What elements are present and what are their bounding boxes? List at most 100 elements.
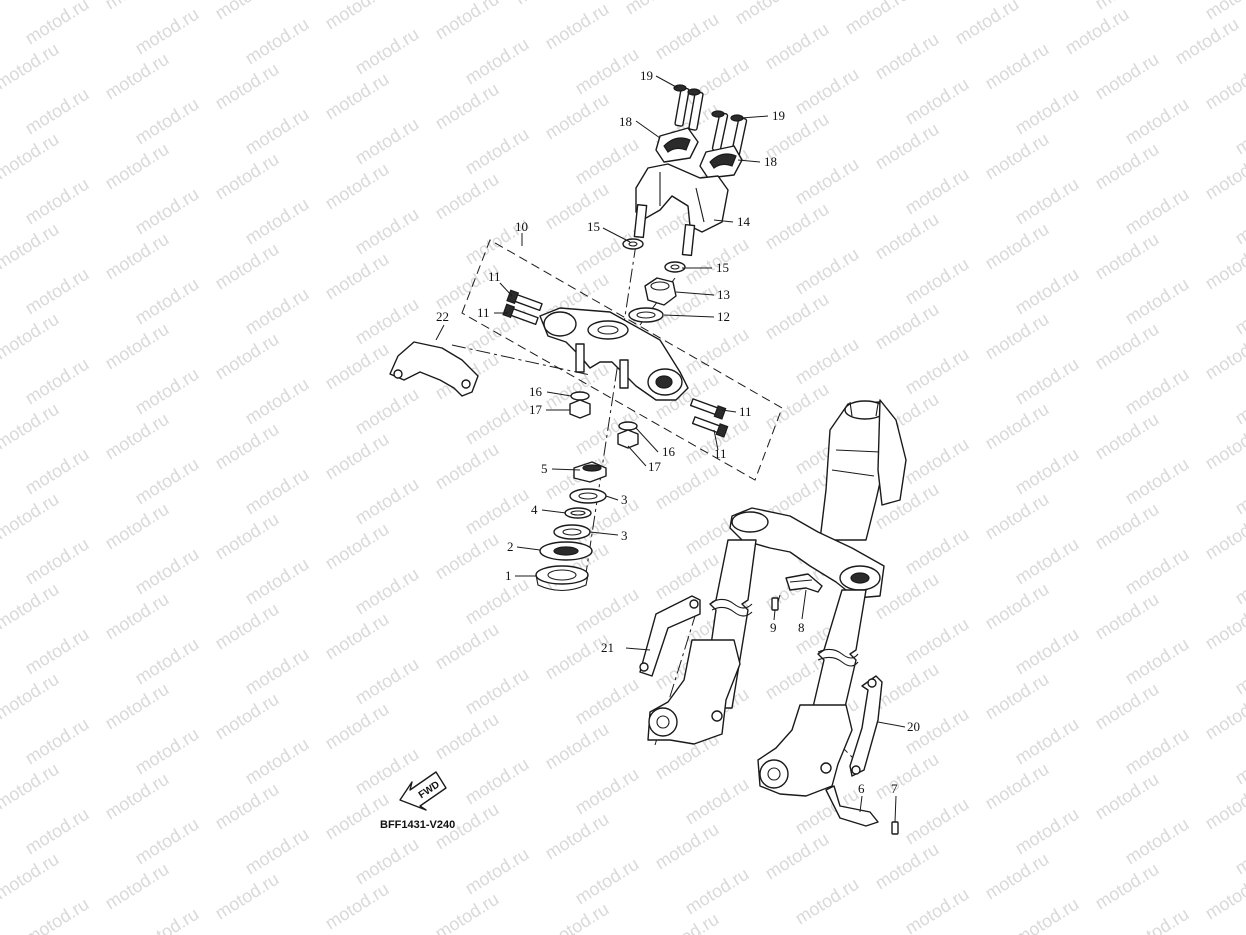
watermark-text: motod.ru: [1012, 264, 1083, 319]
watermark-text: motod.ru: [132, 364, 203, 419]
stem-washer: [628, 307, 664, 323]
watermark-text: motod.ru: [1092, 0, 1163, 13]
watermark-text: motod.ru: [682, 864, 753, 919]
watermark-text: motod.ru: [212, 599, 283, 654]
watermark-text: motod.ru: [102, 409, 173, 464]
brackets-20-21: [639, 595, 883, 777]
watermark-text: motod.ru: [542, 899, 613, 935]
watermark-text: motod.ru: [1232, 374, 1246, 429]
watermark-text: motod.ru: [132, 454, 203, 509]
watermark-text: motod.ru: [212, 779, 283, 834]
watermark-text: motod.ru: [982, 399, 1053, 454]
watermark-text: motod.ru: [512, 0, 583, 8]
watermark-text: motod.ru: [682, 774, 753, 829]
watermark-text: motod.ru: [1092, 409, 1163, 464]
watermark-text: motod.ru: [572, 854, 643, 909]
watermark-text: motod.ru: [102, 229, 173, 284]
callout-11: 11: [488, 269, 501, 284]
watermark-text: motod.ru: [352, 294, 423, 349]
callout-16: 16: [662, 444, 676, 459]
handlebar-holder-bolts: [673, 84, 748, 157]
callout-3: 3: [621, 492, 628, 507]
watermark-text: motod.ru: [212, 0, 283, 23]
watermark-text: motod.ru: [682, 54, 753, 109]
watermark-text: motod.ru: [902, 884, 973, 935]
watermark-text: motod.ru: [902, 434, 973, 489]
watermark-text: motod.ru: [22, 354, 93, 409]
watermark-text: motod.ru: [572, 44, 643, 99]
watermark-text: motod.ru: [872, 29, 943, 84]
watermark-text: motod.ru: [572, 764, 643, 819]
watermark-text: motod.ru: [432, 439, 503, 494]
watermark-text: motod.ru: [432, 619, 503, 674]
watermark-text: motod.ru: [352, 564, 423, 619]
watermark-text: motod.ru: [652, 9, 723, 64]
watermark-text: motod.ru: [132, 724, 203, 779]
watermark-text: motod.ru: [352, 24, 423, 79]
clip-8-screw-9: [771, 573, 823, 611]
watermark-text: motod.ru: [902, 254, 973, 309]
watermark-text: motod.ru: [732, 0, 803, 28]
upper-handlebar-holders: [655, 127, 743, 179]
callout-15: 15: [587, 219, 600, 234]
watermark-text: motod.ru: [1202, 239, 1246, 294]
watermark-text: motod.ru: [1232, 284, 1246, 339]
watermark-text: motod.ru: [1012, 174, 1083, 229]
callout-6: 6: [858, 781, 865, 796]
watermark-text: motod.ru: [102, 49, 173, 104]
watermark-text: motod.ru: [242, 194, 313, 249]
watermark-text: motod.ru: [1012, 714, 1083, 769]
watermark-text: motod.ru: [102, 0, 173, 13]
watermark-text: motod.ru: [542, 629, 613, 684]
watermark-text: motod.ru: [1122, 364, 1193, 419]
watermark-text: motod.ru: [22, 894, 93, 935]
watermark-text: motod.ru: [212, 329, 283, 384]
watermark-text: motod.ru: [762, 829, 833, 884]
watermark-text: motod.ru: [842, 0, 913, 38]
watermark-text: motod.ru: [132, 814, 203, 869]
watermark-text: motod.ru: [1012, 84, 1083, 139]
watermark-text: motod.ru: [322, 879, 393, 934]
watermark-text: motod.ru: [242, 824, 313, 879]
watermark-text: motod.ru: [542, 809, 613, 864]
watermark-text: motod.ru: [982, 759, 1053, 814]
watermark-text: motod.ru: [102, 769, 173, 824]
callout-21: 21: [601, 640, 614, 655]
fwd-arrow-icon: FWD: [399, 771, 447, 811]
watermark-text: motod.ru: [212, 59, 283, 114]
watermark-text: motod.ru: [352, 654, 423, 709]
callout-labels: 19 18 19 18 14 15 15 13 12 10 11 11 22 1…: [436, 68, 920, 796]
watermark-text: motod.ru: [322, 429, 393, 484]
watermark-text: motod.ru: [902, 344, 973, 399]
watermark-text: motod.ru: [132, 4, 203, 59]
watermark-text: motod.ru: [982, 39, 1053, 94]
callout-3: 3: [621, 528, 628, 543]
watermark-text: motod.ru: [102, 499, 173, 554]
leader-lines: [435, 75, 906, 823]
watermark-text: motod.ru: [462, 664, 533, 719]
watermark-text: motod.ru: [622, 0, 693, 18]
watermark-text: motod.ru: [872, 749, 943, 804]
watermark-text: motod.ru: [242, 554, 313, 609]
callout-18: 18: [619, 114, 632, 129]
watermark-text: motod.ru: [1012, 624, 1083, 679]
watermark-text: motod.ru: [1012, 444, 1083, 499]
watermark-text: motod.ru: [982, 309, 1053, 364]
watermark-text: motod.ru: [902, 614, 973, 669]
watermark-text: motod.ru: [322, 789, 393, 844]
watermark-text: motod.ru: [902, 794, 973, 849]
watermark-text: motod.ru: [1012, 894, 1083, 935]
watermark-text: motod.ru: [132, 274, 203, 329]
washers-15: [622, 238, 686, 273]
watermark-text: motod.ru: [1202, 599, 1246, 654]
watermark-text: motod.ru: [1122, 544, 1193, 599]
watermark-text: motod.ru: [462, 484, 533, 539]
watermark-text: motod.ru: [132, 634, 203, 689]
watermark-text: motod.ru: [0, 0, 62, 3]
watermark-text: motod.ru: [322, 519, 393, 574]
watermark-text: motod.ru: [462, 574, 533, 629]
callout-15: 15: [716, 260, 729, 275]
callout-14: 14: [737, 214, 751, 229]
watermark-text: motod.ru: [1232, 194, 1246, 249]
